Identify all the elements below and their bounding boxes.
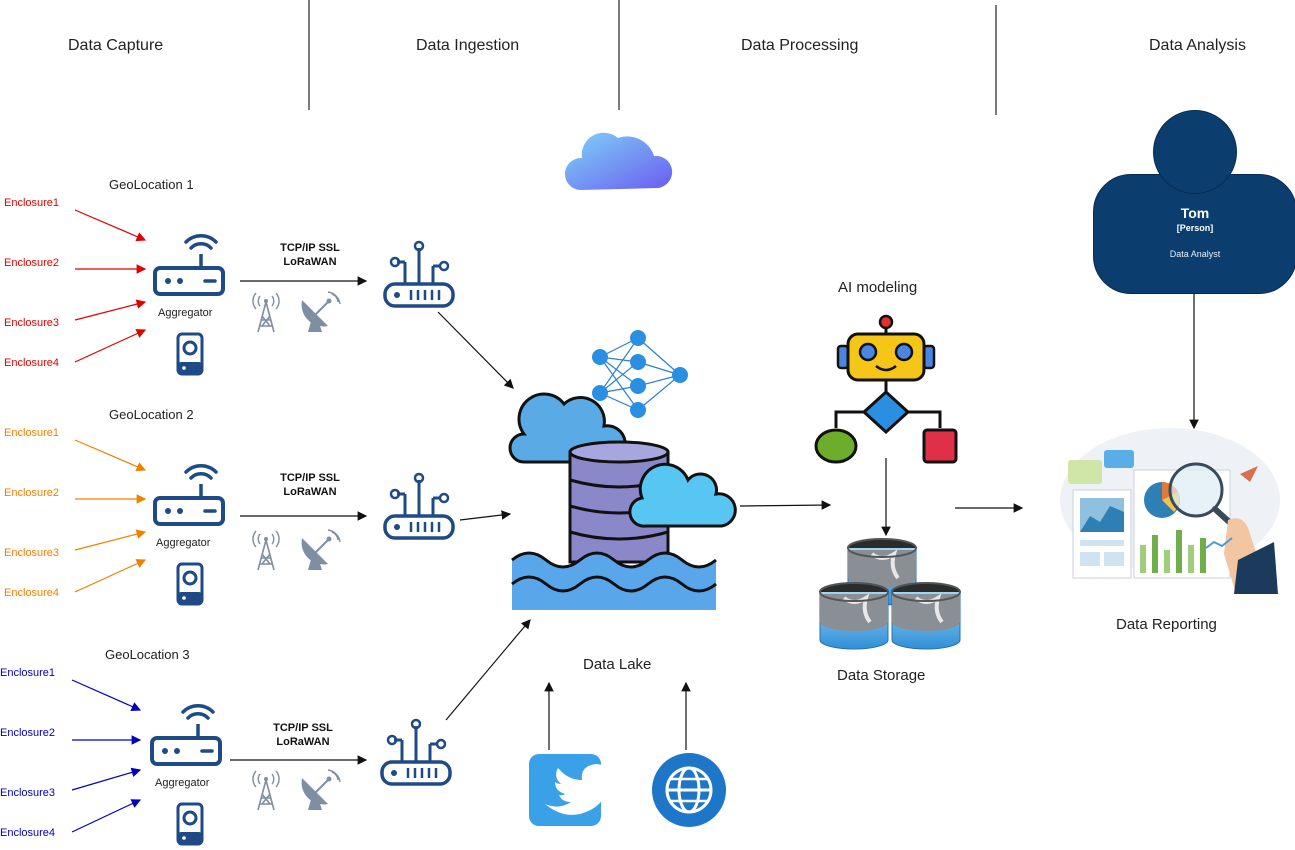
geolocation-label: GeoLocation 1	[109, 177, 194, 192]
enclosure-label: Enclosure3	[4, 547, 60, 559]
protocol-line: TCP/IP SSL	[280, 242, 340, 254]
stage-header: Data Processing	[741, 37, 859, 54]
enclosure-label: Enclosure1	[0, 667, 56, 679]
geolocation-label: GeoLocation 2	[109, 407, 194, 422]
ai-modeling-label: AI modeling	[838, 279, 918, 296]
data-lake-icon	[508, 392, 737, 610]
database-icon	[818, 581, 890, 651]
aggregator-label: Aggregator	[156, 537, 211, 549]
protocol-label: TCP/IP SSL LoRaWAN	[255, 721, 351, 749]
cell-tower-icon	[252, 292, 280, 333]
person-type: [Person]	[1176, 223, 1214, 233]
hub-router-icon	[383, 472, 455, 540]
enclosure-label: Enclosure1	[4, 197, 60, 209]
twitter-icon	[529, 754, 615, 826]
robot-icon	[836, 314, 936, 382]
neural-network-icon	[592, 330, 688, 418]
enclosure-label: Enclosure3	[4, 317, 60, 329]
decision-flow-icon	[814, 380, 958, 464]
globe-icon	[652, 753, 726, 827]
geolocation-label: GeoLocation 3	[105, 647, 190, 662]
protocol-line: LoRaWAN	[283, 256, 337, 268]
protocol-line: TCP/IP SSL	[273, 722, 333, 734]
satellite-dish-icon	[300, 291, 341, 333]
person-node: Tom [Person] Data Analyst	[1093, 110, 1295, 294]
router-icon	[150, 703, 222, 766]
enclosure-label: Enclosure4	[4, 357, 60, 369]
enclosure-label: Enclosure4	[4, 587, 60, 599]
enclosure-label: Enclosure2	[4, 487, 60, 499]
cell-tower-icon	[252, 770, 280, 811]
enclosure-label: Enclosure3	[0, 787, 56, 799]
enclosure-label: Enclosure2	[4, 257, 60, 269]
data-lake-label: Data Lake	[583, 656, 652, 673]
stage-header: Data Analysis	[1149, 37, 1246, 54]
cloud-icon	[564, 132, 673, 190]
router-icon	[153, 233, 225, 296]
enclosure-label: Enclosure1	[4, 427, 60, 439]
data-storage-label: Data Storage	[837, 667, 926, 684]
aggregator-label: Aggregator	[155, 777, 210, 789]
enclosure-label: Enclosure4	[0, 827, 56, 839]
protocol-label: TCP/IP SSL LoRaWAN	[262, 241, 358, 269]
hub-router-icon	[383, 240, 455, 308]
satellite-dish-icon	[300, 769, 341, 811]
stage-header: Data Capture	[68, 37, 164, 54]
cell-tower-icon	[252, 530, 280, 571]
database-icon	[890, 581, 962, 651]
hub-router-icon	[380, 718, 452, 786]
data-reporting-label: Data Reporting	[1116, 616, 1217, 633]
report-dashboard-icon	[1060, 428, 1280, 594]
router-icon	[153, 463, 225, 526]
enclosure-label: Enclosure2	[0, 727, 56, 739]
satellite-dish-icon	[300, 529, 341, 571]
storage-device-icon	[176, 562, 204, 606]
protocol-line: TCP/IP SSL	[280, 472, 340, 484]
protocol-line: LoRaWAN	[283, 486, 337, 498]
aggregator-label: Aggregator	[158, 307, 213, 319]
storage-device-icon	[176, 802, 204, 846]
storage-device-icon	[176, 332, 204, 376]
person-name: Tom	[1180, 205, 1210, 221]
stage-header: Data Ingestion	[416, 37, 520, 54]
person-role: Data Analyst	[1169, 249, 1221, 259]
protocol-label: TCP/IP SSL LoRaWAN	[262, 471, 358, 499]
person-head	[1153, 110, 1237, 194]
protocol-line: LoRaWAN	[276, 736, 330, 748]
